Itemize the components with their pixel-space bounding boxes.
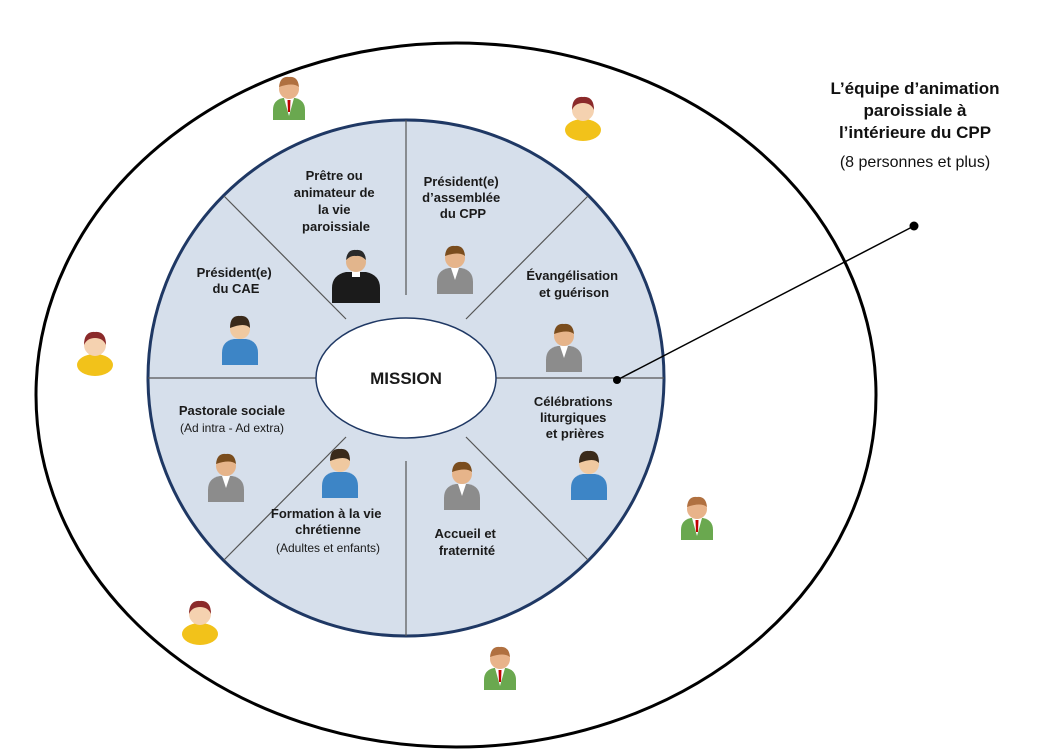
person-blue-icon xyxy=(322,448,358,498)
svg-text:Formation à la vie chrét: Formation à la vie chrétienne xyxy=(271,506,385,537)
sector-label-line: fraternité xyxy=(439,543,495,558)
sector-president-cpp: Président(e) d’assemblée du CPP xyxy=(422,174,504,294)
person-yellow-icon xyxy=(182,600,218,645)
sector-label-line: Accueil et xyxy=(434,526,496,541)
sector-label-line: et guérison xyxy=(539,285,609,300)
sector-dividers xyxy=(148,120,664,636)
callout-title-line: l’intérieure du CPP xyxy=(838,123,992,142)
person-blue-icon xyxy=(571,450,607,500)
sector-formation: Formation à la vie chrétienne (Adultes e… xyxy=(271,448,385,555)
sector-label-line: d’assemblée xyxy=(422,190,500,205)
sector-label-line: du CPP xyxy=(440,206,487,221)
person-green-icon xyxy=(681,496,713,540)
mission-label: MISSION xyxy=(370,369,442,388)
sector-label-line: Prêtre ou xyxy=(306,168,363,183)
svg-text:Accueil et fraternité: Accueil et fraternité xyxy=(434,526,499,558)
svg-text:Évangélisation et guéris: Évangélisation et guérison xyxy=(526,268,621,300)
sector-note: (Ad intra - Ad extra) xyxy=(180,421,284,435)
sector-label-line: liturgiques xyxy=(540,410,606,425)
mission-center xyxy=(315,317,497,439)
person-gray-icon xyxy=(546,323,582,372)
outer-circle xyxy=(34,41,878,749)
callout-box: L’équipe d’animation paroissiale à l’int… xyxy=(780,78,1050,172)
sector-president-cae: Président(e) du CAE xyxy=(197,265,276,365)
sector-label-line: chrétienne xyxy=(295,522,361,537)
callout-dot-end xyxy=(909,221,919,231)
person-gray-icon xyxy=(437,245,473,294)
sector-label-line: et prières xyxy=(546,426,605,441)
sector-label-line: animateur de xyxy=(294,185,375,200)
person-yellow-icon xyxy=(77,331,113,376)
person-blue-icon xyxy=(222,315,258,365)
person-green-icon xyxy=(484,646,516,690)
callout-dot-start xyxy=(613,376,621,384)
person-yellow-icon xyxy=(565,96,601,141)
svg-text:Président(e) du CAE: Président(e) du CAE xyxy=(197,265,276,296)
sector-label-line: Évangélisation xyxy=(526,268,618,283)
person-gray-icon xyxy=(444,461,480,510)
sector-label-line: Président(e) xyxy=(197,265,272,280)
callout-subtitle: (8 personnes et plus) xyxy=(839,154,991,171)
svg-text:Prêtre ou animateur de: Prêtre ou animateur de la vie paroissial… xyxy=(294,168,379,234)
sector-label-line: Président(e) xyxy=(424,174,499,189)
sector-label-line: paroissiale xyxy=(302,219,370,234)
person-gray-icon xyxy=(208,453,244,502)
sector-label-line: du CAE xyxy=(213,281,260,296)
sector-evangelisation: Évangélisation et guérison xyxy=(526,268,621,372)
callout-title-line: paroissiale à xyxy=(863,101,967,120)
person-green-icon xyxy=(273,76,305,120)
sector-accueil: Accueil et fraternité xyxy=(434,461,499,558)
callout-line xyxy=(616,225,915,381)
sector-label-line: la vie xyxy=(318,202,351,217)
callout-title-line: L’équipe d’animation xyxy=(830,79,1000,98)
sector-label-line: Pastorale sociale xyxy=(179,403,285,418)
svg-text:Président(e) d’assemblée: Président(e) d’assemblée du CPP xyxy=(422,174,504,221)
sector-pretre: Prêtre ou animateur de la vie paroissial… xyxy=(294,168,380,303)
sector-label-line: Formation à la vie xyxy=(271,506,382,521)
svg-text:Célébrations liturgiques: Célébrations liturgiques et prières xyxy=(534,394,616,441)
sector-note: (Adultes et enfants) xyxy=(276,541,380,555)
priest-icon xyxy=(332,249,380,303)
sector-celebrations: Célébrations liturgiques et prières xyxy=(534,394,616,500)
sector-pastorale: Pastorale sociale (Ad intra - Ad extra) xyxy=(179,403,285,502)
sector-label-line: Célébrations xyxy=(534,394,613,409)
